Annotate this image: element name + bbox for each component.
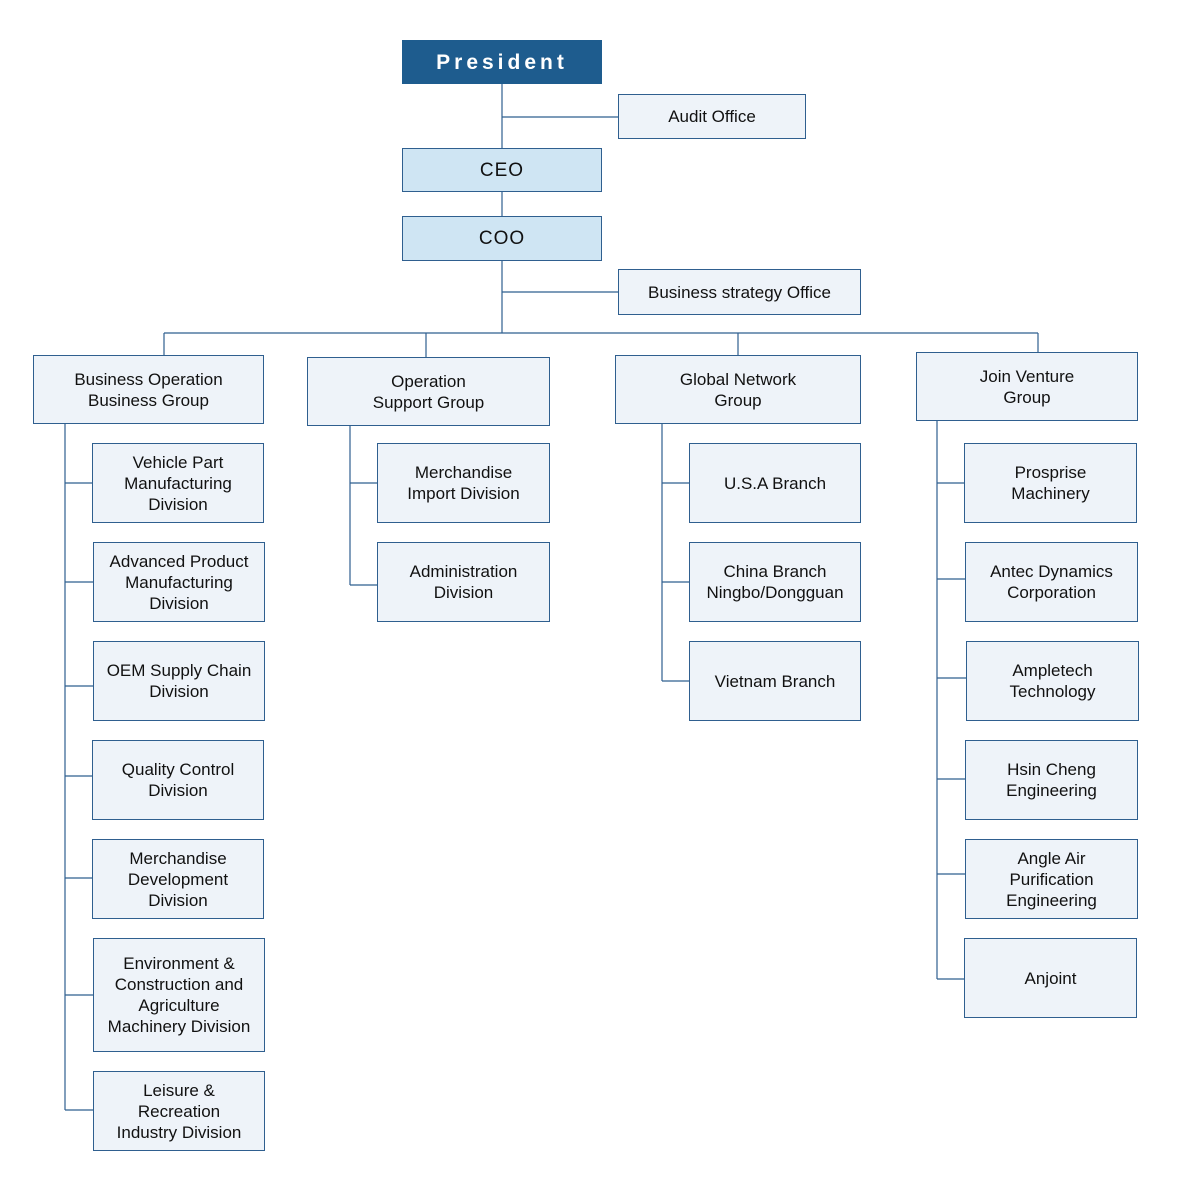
group-operation-support: Operation Support Group (307, 357, 550, 426)
branch-china: China Branch Ningbo/Dongguan (689, 542, 861, 622)
venture-anjoint: Anjoint (964, 938, 1137, 1018)
division-advanced-product: Advanced Product Manufacturing Division (93, 542, 265, 622)
unit-label: Hsin Cheng Engineering (1006, 760, 1097, 800)
venture-prosprise: Prosprise Machinery (964, 443, 1137, 523)
group-global-network: Global Network Group (615, 355, 861, 424)
unit-label: Merchandise Development Division (127, 848, 229, 910)
strategy-office-box: Business strategy Office (618, 269, 861, 315)
coo-label: COO (478, 228, 526, 249)
division-merchandise-import: Merchandise Import Division (377, 443, 550, 523)
coo-box: COO (402, 216, 602, 261)
unit-label: Quality Control Division (121, 760, 235, 800)
division-vehicle-part: Vehicle Part Manufacturing Division (92, 443, 264, 523)
division-administration: Administration Division (377, 542, 550, 622)
venture-hsin-cheng: Hsin Cheng Engineering (965, 740, 1138, 820)
unit-label: Vehicle Part Manufacturing Division (124, 452, 232, 514)
unit-label: Administration Division (409, 562, 518, 602)
group-business-operation: Business Operation Business Group (33, 355, 264, 424)
unit-label: China Branch Ningbo/Dongguan (706, 562, 844, 602)
president-box: President (402, 40, 602, 84)
unit-label: Merchandise Import Division (407, 463, 520, 503)
unit-label: U.S.A Branch (723, 473, 827, 493)
unit-label: Leisure & Recreation Industry Division (116, 1080, 242, 1142)
venture-ampletech: Ampletech Technology (966, 641, 1139, 721)
group-label: Operation Support Group (372, 371, 485, 412)
president-label: President (436, 50, 568, 74)
division-leisure-recreation: Leisure & Recreation Industry Division (93, 1071, 265, 1151)
audit-office-box: Audit Office (618, 94, 806, 139)
ceo-box: CEO (402, 148, 602, 192)
unit-label: Vietnam Branch (714, 671, 836, 691)
group-join-venture: Join Venture Group (916, 352, 1138, 421)
unit-label: Environment & Construction and Agricultu… (107, 954, 251, 1036)
venture-angle-air: Angle Air Purification Engineering (965, 839, 1138, 919)
division-environment-construction: Environment & Construction and Agricultu… (93, 938, 265, 1052)
division-quality-control: Quality Control Division (92, 740, 264, 820)
branch-vietnam: Vietnam Branch (689, 641, 861, 721)
unit-label: OEM Supply Chain Division (106, 661, 252, 701)
ceo-label: CEO (479, 159, 525, 181)
division-merchandise-development: Merchandise Development Division (92, 839, 264, 919)
unit-label: Advanced Product Manufacturing Division (109, 551, 249, 613)
group-label: Join Venture Group (979, 366, 1075, 407)
branch-usa: U.S.A Branch (689, 443, 861, 523)
unit-label: Angle Air Purification Engineering (1006, 848, 1097, 910)
strategy-office-label: Business strategy Office (648, 282, 831, 302)
venture-antec-dynamics: Antec Dynamics Corporation (965, 542, 1138, 622)
division-oem-supply-chain: OEM Supply Chain Division (93, 641, 265, 721)
unit-label: Prosprise Machinery (1011, 463, 1090, 503)
unit-label: Antec Dynamics Corporation (990, 562, 1113, 602)
audit-office-label: Audit Office (668, 107, 756, 126)
unit-label: Anjoint (1024, 968, 1077, 988)
group-label: Global Network Group (679, 369, 797, 410)
unit-label: Ampletech Technology (1009, 661, 1096, 701)
group-label: Business Operation Business Group (74, 369, 223, 410)
